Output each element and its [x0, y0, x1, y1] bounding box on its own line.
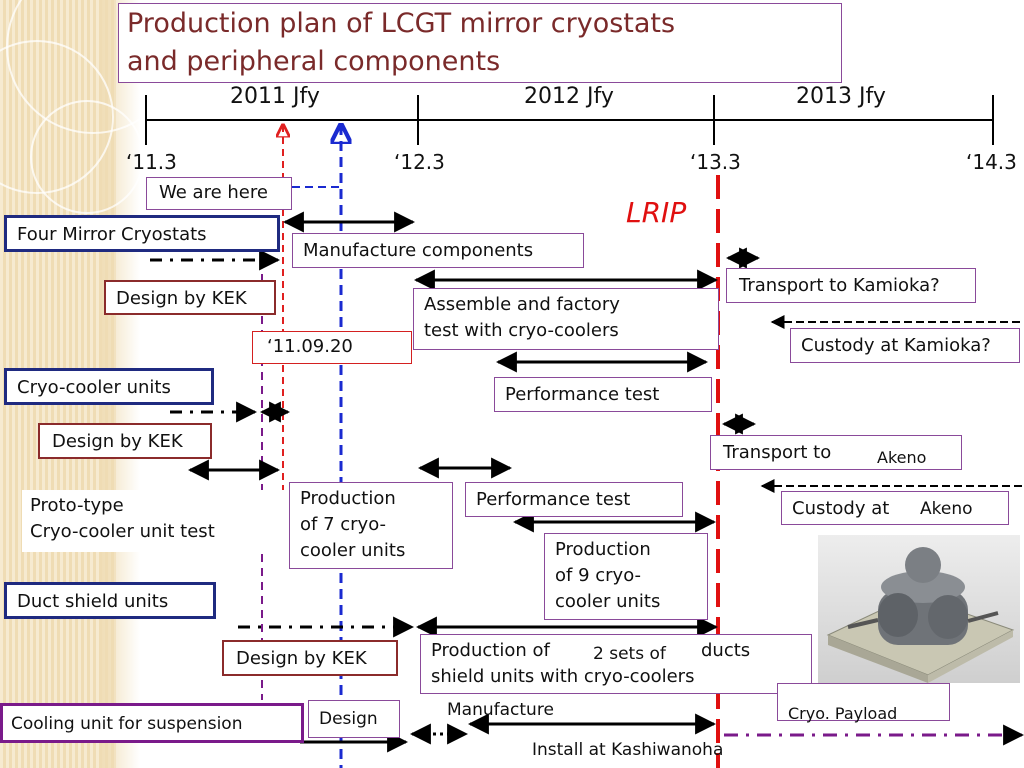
category-cooling-unit: Cooling unit for suspension	[0, 703, 304, 743]
tick-label: ‘11.3	[126, 150, 177, 174]
task-install: Install at Kashiwanoha	[532, 740, 724, 760]
tick-label: ‘12.3	[394, 150, 445, 174]
cryostat-illustration	[826, 547, 1015, 683]
title-line-2: and peripheral components	[127, 46, 501, 77]
year-label: 2013 Jfy	[796, 84, 886, 109]
task-duct-production: Production of 2 sets of ducts shield uni…	[420, 634, 812, 694]
category-cryo-cooler: Cryo-cooler units	[4, 368, 214, 405]
tick-label: ‘13.3	[690, 150, 741, 174]
category-duct-shield: Duct shield units	[4, 582, 216, 619]
task-production-9: Production of 9 cryo- cooler units	[544, 533, 708, 620]
task-design: Design	[308, 700, 400, 738]
task-custody-kamioka: Custody at Kamioka?	[790, 328, 1020, 363]
we-are-here-label: We are here	[146, 177, 292, 210]
task-performance-test-1: Performance test	[494, 377, 712, 412]
decoration-ring	[30, 100, 144, 214]
category-four-mirror: Four Mirror Cryostats	[4, 215, 280, 252]
cryostat-3d-image	[818, 535, 1020, 683]
task-production-7: Production of 7 cryo- cooler units	[289, 482, 453, 569]
year-label: 2012 Jfy	[524, 84, 614, 109]
year-label: 2011 Jfy	[230, 84, 320, 109]
task-transport-kamioka: Transport to Kamioka?	[726, 268, 976, 303]
task-performance-test-2: Performance test	[465, 482, 683, 517]
task-design-kek-1: Design by KEK	[104, 280, 276, 315]
lrip-label: LRIP	[626, 196, 687, 229]
date-marker: ‘11.09.20	[252, 331, 412, 364]
task-custody-akeno: Custody at Akeno	[781, 491, 1009, 525]
title-box: Production plan of LCGT mirror cryostats…	[118, 3, 842, 83]
tick-label: ‘14.3	[966, 150, 1017, 174]
task-design-kek-2: Design by KEK	[38, 423, 212, 459]
task-design-kek-3: Design by KEK	[222, 640, 398, 676]
task-manufacture-components: Manufacture components	[292, 233, 584, 268]
task-manufacture: Manufacture	[447, 700, 554, 720]
task-assemble: Assemble and factory test with cryo-cool…	[413, 288, 719, 350]
title-line-1: Production plan of LCGT mirror cryostats	[127, 8, 676, 39]
task-transport-akeno: Transport to Akeno	[710, 435, 962, 470]
timeline-axis	[145, 95, 994, 145]
task-prototype: Proto-type Cryo-cooler unit test	[22, 490, 284, 552]
cryo-payload-label: Cryo. Payload	[777, 683, 950, 723]
